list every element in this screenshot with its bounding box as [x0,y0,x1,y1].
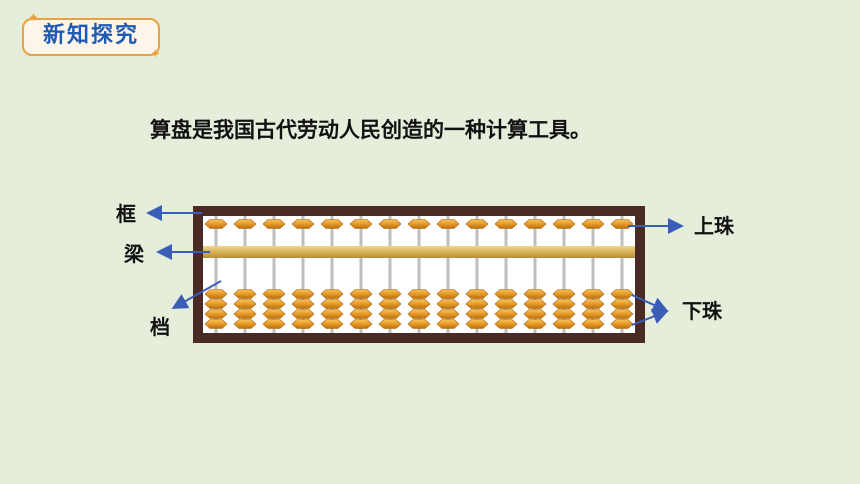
abacus-bead [465,289,489,299]
abacus-bead [581,319,605,329]
abacus-bead [320,219,344,229]
sparkle-icon: ✦ [28,11,39,26]
abacus-bead [407,299,431,309]
label-lower-bead: 下珠 [682,299,722,323]
abacus-bead [349,289,373,299]
abacus-bead [204,289,228,299]
abacus-bead [552,309,576,319]
abacus-bead [204,319,228,329]
pointer-arrow [631,294,669,313]
abacus-bead [581,309,605,319]
abacus-bead [233,319,257,329]
abacus-bead [552,299,576,309]
abacus-bead [465,319,489,329]
abacus-bead [581,299,605,309]
badge-frame [22,18,160,56]
abacus-bead [204,299,228,309]
abacus-bead [494,319,518,329]
abacus-bead [349,219,373,229]
abacus-bead [407,319,431,329]
abacus-bead [407,289,431,299]
abacus-bead [552,319,576,329]
abacus-bead [378,319,402,329]
abacus-bead [204,219,228,229]
abacus-bead [262,289,286,299]
abacus-bead [262,309,286,319]
abacus-bead [291,319,315,329]
abacus-bead [465,219,489,229]
label-upper-bead: 上珠 [694,214,734,238]
abacus-bead [378,219,402,229]
pointer-arrow [631,308,669,326]
abacus-bead [320,309,344,319]
abacus-bead [610,299,634,309]
abacus-bead [378,289,402,299]
abacus-bead [523,299,547,309]
abacus-bead [436,309,460,319]
abacus-bead [233,289,257,299]
abacus-bead [436,289,460,299]
abacus-bead [291,289,315,299]
abacus-bead [523,309,547,319]
abacus-bead [436,299,460,309]
section-badge-label: 新知探究 [42,23,139,48]
abacus-bead [610,289,634,299]
abacus-bead [407,309,431,319]
pointer-arrow [171,280,222,309]
abacus-bead [465,309,489,319]
abacus-bead [610,219,634,229]
abacus-bead [233,309,257,319]
abacus-bead [291,299,315,309]
abacus-bead [436,319,460,329]
abacus-bead [233,219,257,229]
abacus-bead [349,299,373,309]
abacus-bead [378,299,402,309]
abacus-bead [233,299,257,309]
abacus-bead [291,309,315,319]
sparkle-icon: ✦ [150,47,161,62]
section-badge: ✦ ✦ 新知探究 [18,11,164,62]
abacus-bead [581,289,605,299]
abacus-bead [610,319,634,329]
abacus-bead [320,319,344,329]
abacus-bead [581,219,605,229]
abacus-bead [378,309,402,319]
abacus-bead [610,309,634,319]
abacus-beam [203,246,635,258]
abacus-bead [523,319,547,329]
abacus-bead [320,299,344,309]
abacus-bead [552,289,576,299]
abacus-bead [552,219,576,229]
abacus-bead [436,219,460,229]
abacus-bead [262,319,286,329]
abacus-bead [204,309,228,319]
label-rod: 档 [150,315,170,339]
abacus-bead [349,309,373,319]
abacus-bead [494,299,518,309]
abacus-bead [262,299,286,309]
abacus-bead [349,319,373,329]
abacus-bead [407,219,431,229]
abacus-bead [465,299,489,309]
abacus-bead [320,289,344,299]
abacus-bead [291,219,315,229]
abacus-bead [523,219,547,229]
abacus-bead [494,219,518,229]
abacus-bead [494,309,518,319]
label-beam: 梁 [124,242,144,266]
headline: 算盘是我国古代劳动人民创造的一种计算工具。 [150,118,591,142]
abacus-bead [523,289,547,299]
abacus-bead [262,219,286,229]
abacus-bead [494,289,518,299]
label-frame: 框 [116,202,136,226]
